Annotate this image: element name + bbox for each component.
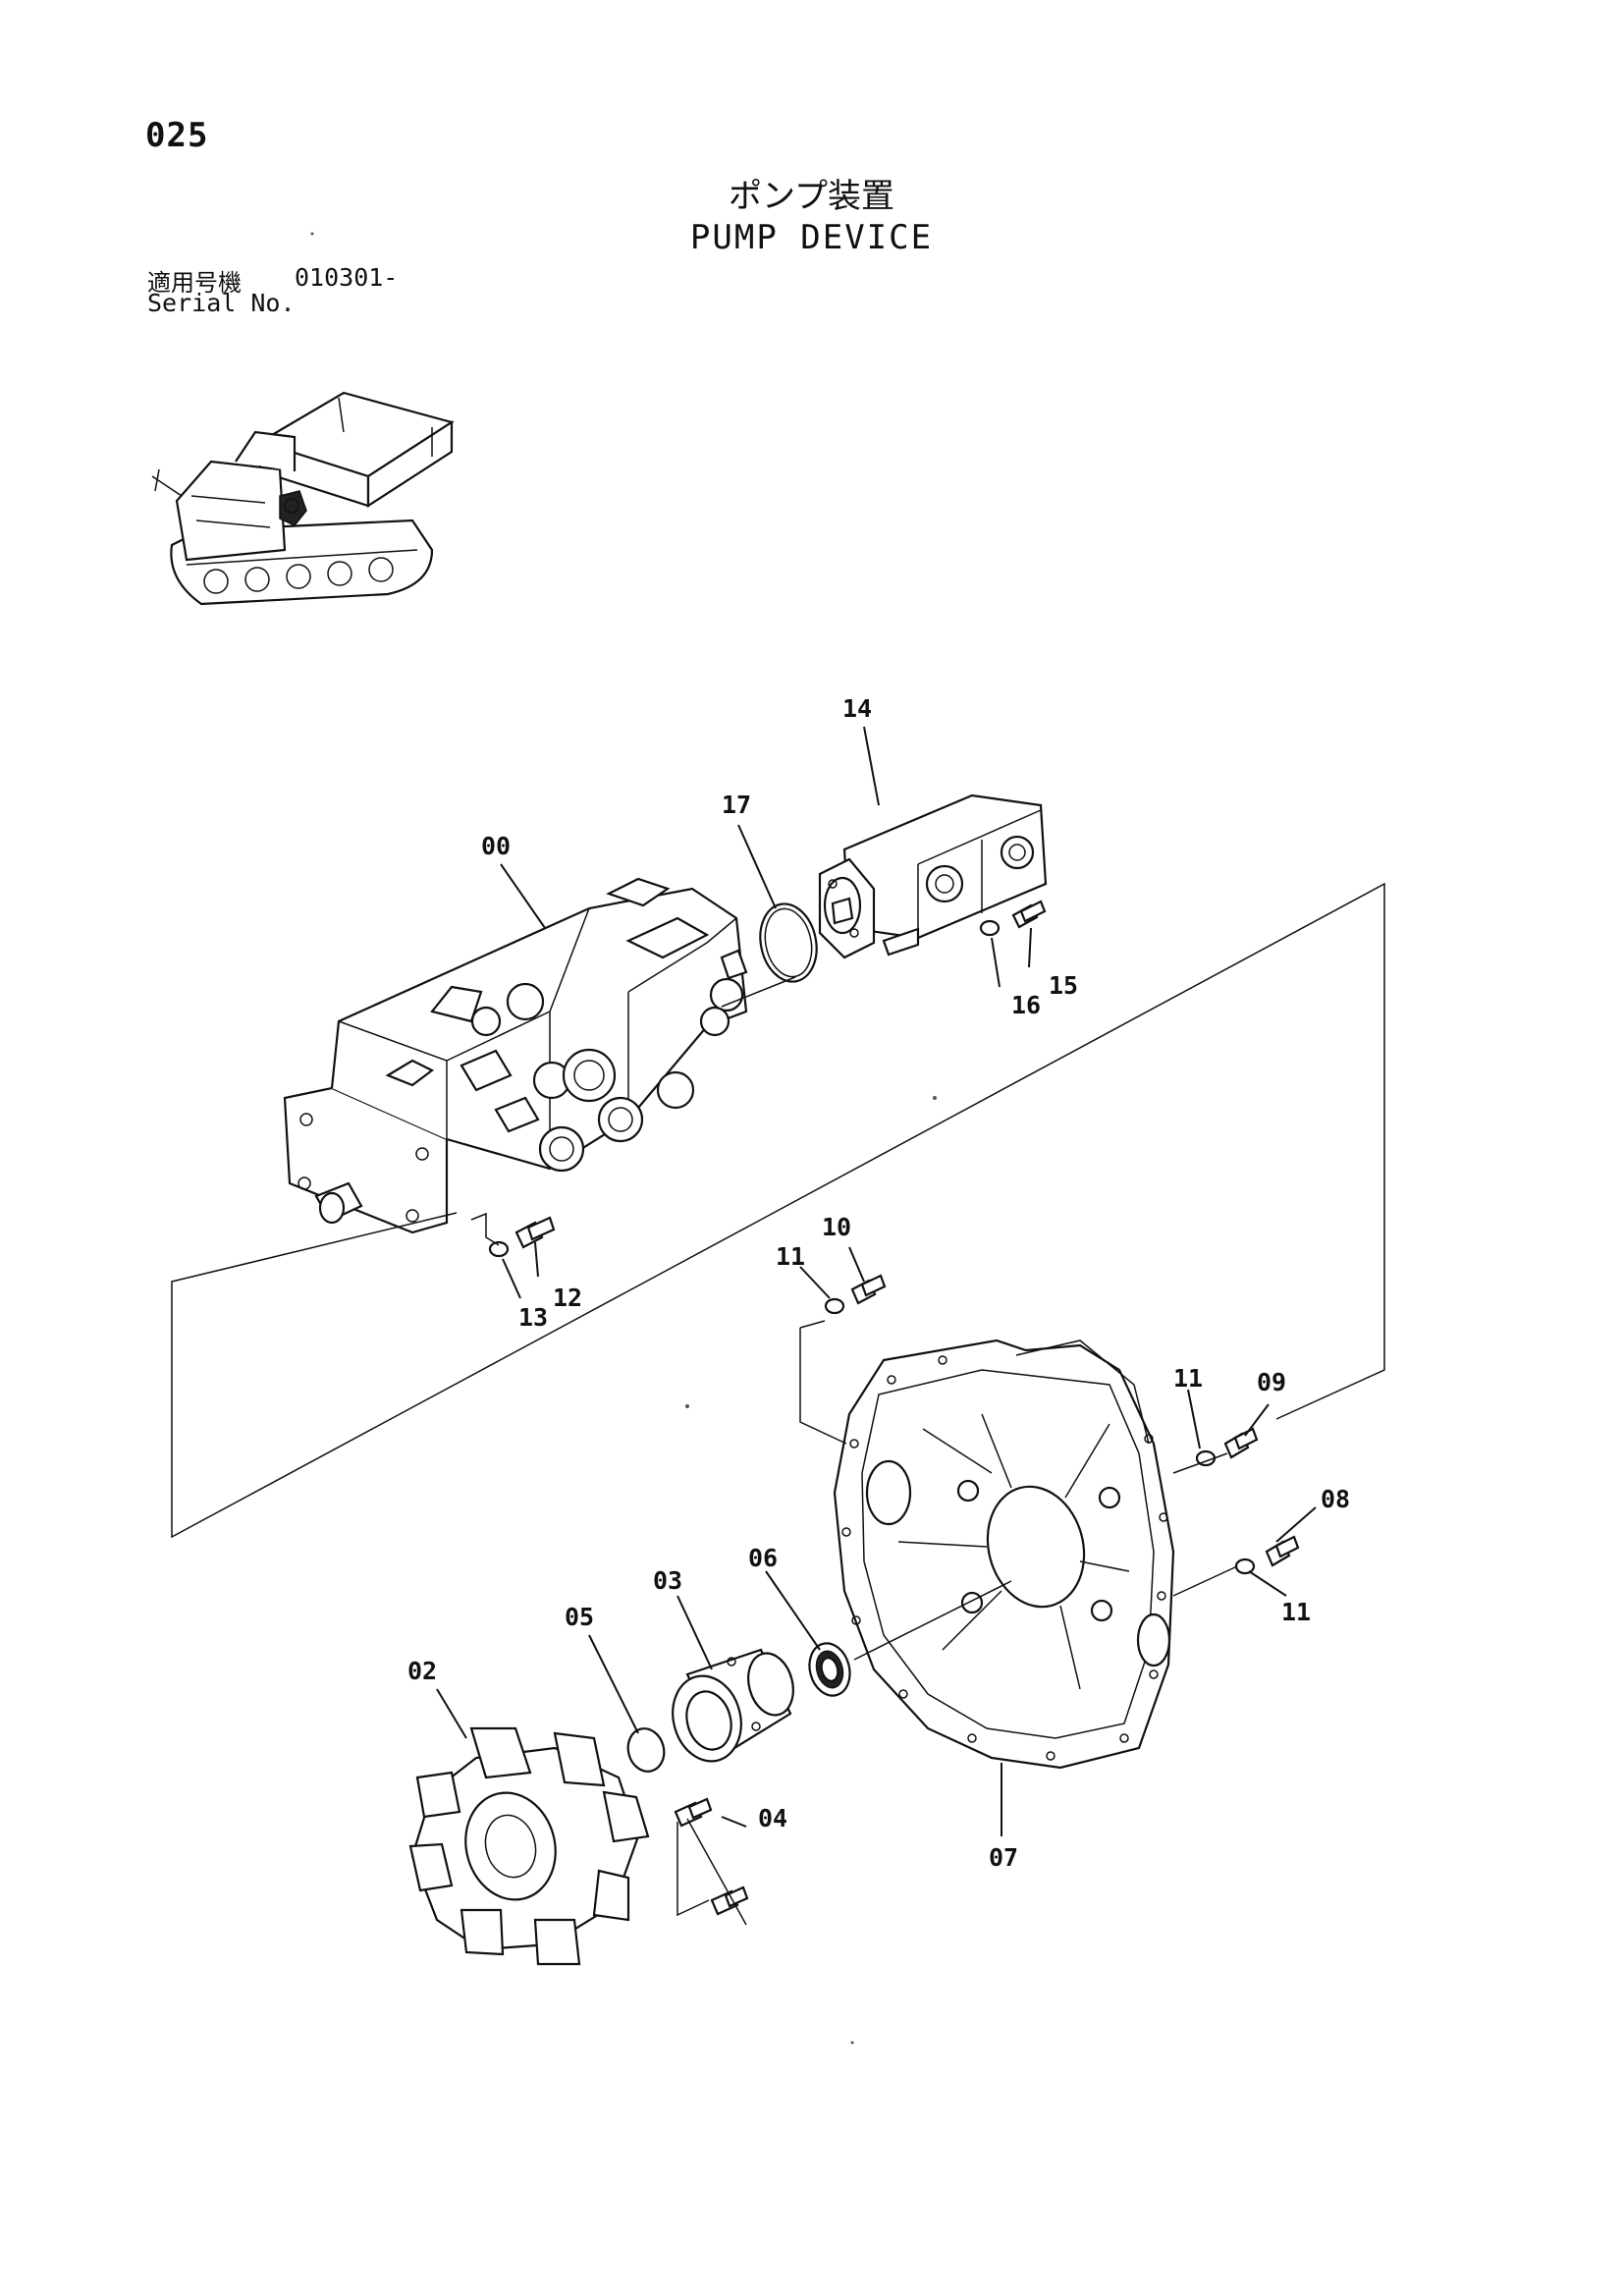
gear-pump bbox=[818, 793, 1048, 959]
page-title-japanese: ポンプ装置 bbox=[729, 177, 894, 216]
scan-specks bbox=[310, 232, 937, 2045]
rubber-coupling bbox=[408, 1726, 650, 1966]
gear-pump-washer bbox=[979, 919, 1001, 937]
page-number: 025 bbox=[145, 116, 209, 155]
callout-labels: 00 17 14 15 16 12 13 10 11 11 09 08 11 0… bbox=[407, 694, 1350, 1872]
callout-11-right-lower: 11 bbox=[1281, 1598, 1311, 1626]
washer-top bbox=[824, 1297, 845, 1315]
serial-label-japanese: 適用号機 bbox=[147, 269, 242, 297]
callout-11-top: 11 bbox=[776, 1242, 805, 1271]
callout-05: 05 bbox=[565, 1603, 594, 1631]
callout-13: 13 bbox=[518, 1303, 548, 1332]
coupling-bolts bbox=[674, 1797, 749, 1916]
callout-12: 12 bbox=[553, 1284, 582, 1312]
main-hydraulic-pump bbox=[283, 877, 748, 1234]
callout-leader-lines bbox=[436, 726, 1317, 1836]
callout-00: 00 bbox=[481, 832, 511, 860]
o-ring bbox=[759, 902, 818, 983]
callout-03: 03 bbox=[653, 1566, 682, 1595]
coupling-hub bbox=[672, 1648, 794, 1763]
serial-label-english: Serial No. bbox=[147, 289, 296, 317]
callout-02: 02 bbox=[407, 1657, 437, 1685]
serial-number-value: 010301- bbox=[295, 263, 399, 292]
callout-15: 15 bbox=[1049, 971, 1078, 1000]
main-pump-washer bbox=[488, 1240, 510, 1258]
housing-bolt-top bbox=[850, 1274, 887, 1305]
callout-06: 06 bbox=[748, 1544, 778, 1572]
main-pump-bolt bbox=[514, 1216, 556, 1249]
callout-08: 08 bbox=[1321, 1485, 1350, 1513]
vehicle-thumbnail bbox=[151, 391, 455, 606]
callout-17: 17 bbox=[722, 791, 751, 819]
spacer-disc bbox=[626, 1727, 666, 1773]
page-title-english: PUMP DEVICE bbox=[689, 218, 934, 257]
gear-pump-bolt bbox=[1011, 900, 1047, 929]
callout-14: 14 bbox=[842, 694, 872, 723]
washer-right-lower bbox=[1234, 1558, 1256, 1575]
callout-11-right-upper: 11 bbox=[1173, 1364, 1203, 1393]
housing-bolt-right-lower bbox=[1265, 1535, 1300, 1567]
callout-10: 10 bbox=[822, 1213, 851, 1241]
assembly-frame-lines bbox=[171, 882, 1385, 1926]
callout-04: 04 bbox=[758, 1804, 787, 1832]
oil-seal bbox=[808, 1642, 851, 1697]
callout-09: 09 bbox=[1257, 1368, 1286, 1396]
housing-bolt-right-upper bbox=[1223, 1427, 1259, 1459]
callout-07: 07 bbox=[989, 1843, 1018, 1872]
pump-housing bbox=[833, 1339, 1175, 1770]
callout-16: 16 bbox=[1011, 991, 1041, 1019]
